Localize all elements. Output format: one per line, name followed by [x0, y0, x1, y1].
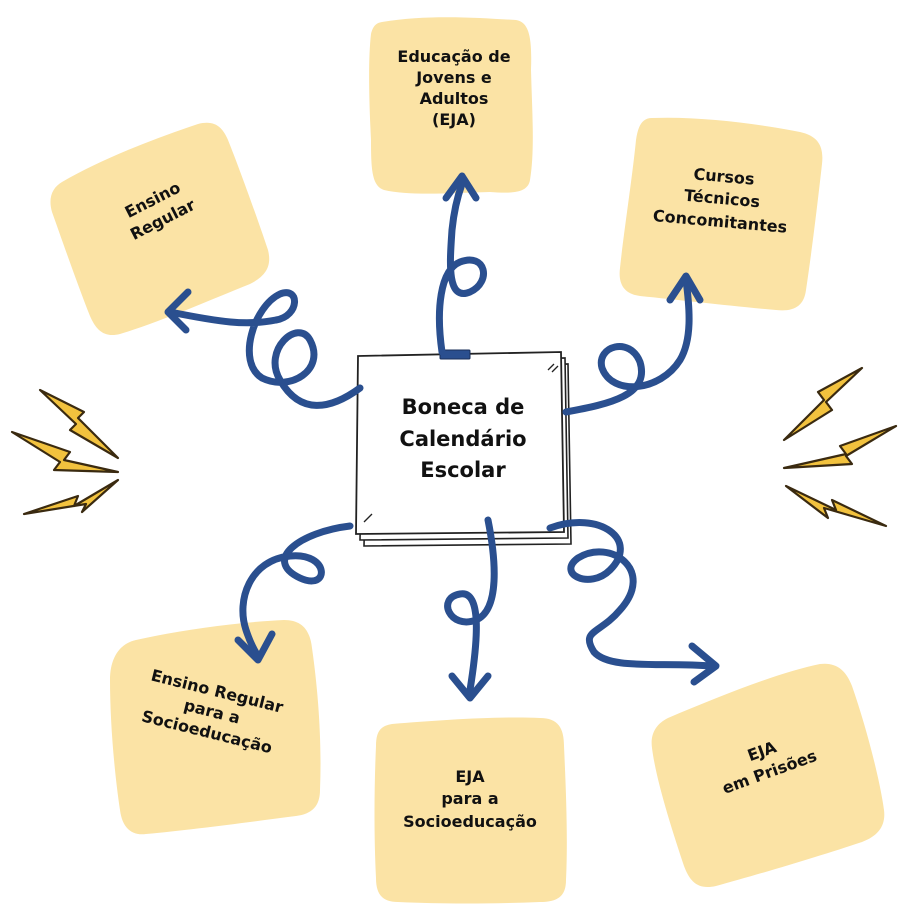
lightning-right [782, 366, 898, 528]
arrow-to-eja [435, 180, 487, 356]
lightning-bolt-icon [10, 430, 120, 474]
note-line: EJA [455, 767, 485, 786]
arrow-to-eja-prisoes [546, 519, 716, 670]
note-eja-label: Educação de Jovens e Adultos (EJA) [376, 46, 532, 130]
lightning-bolt-icon [784, 484, 888, 528]
arrowhead-ensino-socio [234, 630, 276, 664]
note-ensino-regular [50, 122, 270, 336]
arrowhead-eja-socio [448, 672, 492, 702]
note-line: Educação de [397, 47, 511, 66]
arrow-to-eja-socio [444, 516, 498, 694]
lightning-bolt-icon [38, 388, 120, 460]
arrowhead-ensino-regular [164, 288, 192, 334]
note-eja-prisoes [651, 663, 885, 888]
arrowhead-eja-prisoes [688, 642, 720, 686]
note-line: Adultos [419, 89, 489, 109]
note-line: (EJA) [432, 110, 476, 130]
note-line: Jovens e [416, 68, 492, 88]
arrow-to-ensino-regular [166, 289, 364, 409]
center-note-label: Boneca de Calendário Escolar [378, 392, 548, 487]
note-eja-socio [374, 717, 567, 904]
note-line: Socioeducação [403, 811, 537, 831]
center-line: Escolar [420, 458, 506, 482]
center-line: Calendário [399, 426, 527, 451]
arrowhead-cursos [666, 272, 704, 304]
arrow-to-ensino-socio [239, 522, 354, 660]
lightning-bolt-icon [782, 366, 864, 442]
note-line: para a [441, 789, 499, 809]
center-line: Boneca de [401, 395, 525, 419]
note-cursos-tecnicos [619, 117, 823, 311]
note-eja-socio-label: EJA para a Socioeducação [378, 766, 562, 833]
arrowhead-eja [442, 172, 480, 202]
lightning-left [10, 388, 120, 516]
center-paper-stack [355, 349, 572, 547]
note-ensino-socio [110, 620, 321, 835]
lightning-bolt-icon [782, 424, 898, 470]
lightning-bolt-icon [22, 478, 120, 516]
arrow-to-cursos [562, 276, 693, 416]
note-eja [369, 17, 533, 194]
